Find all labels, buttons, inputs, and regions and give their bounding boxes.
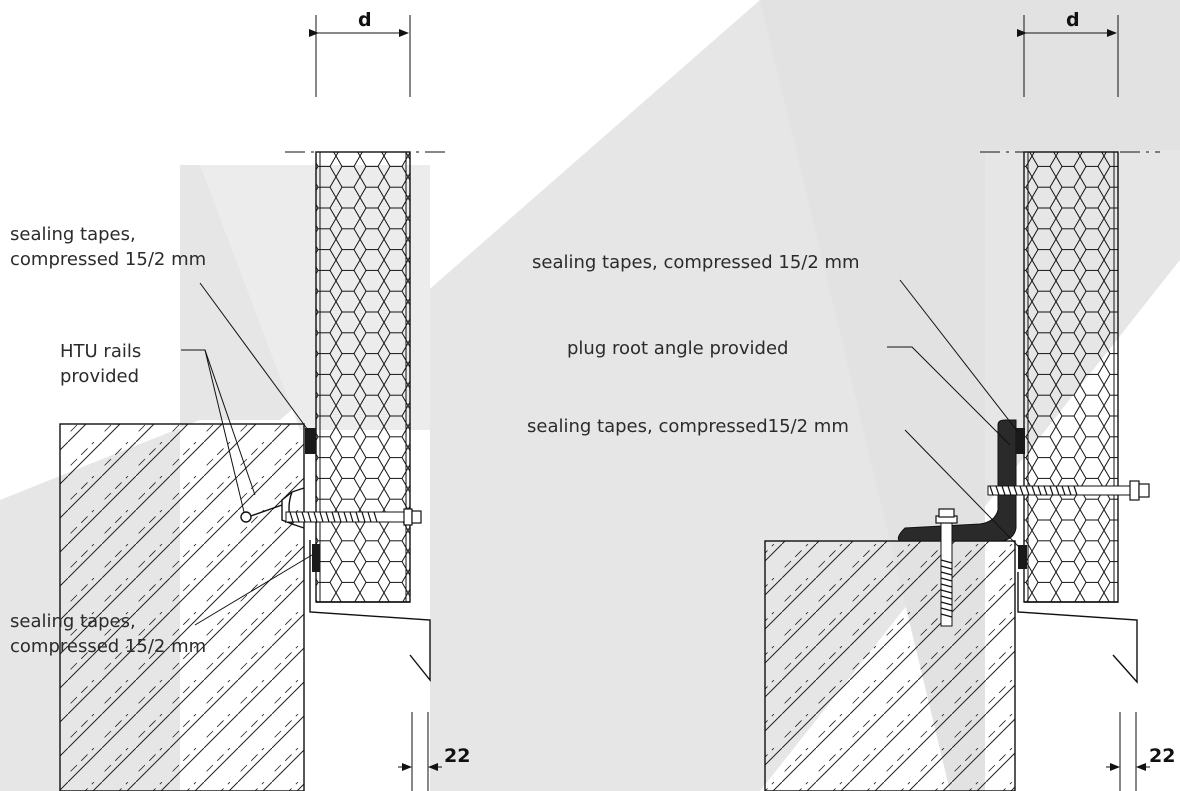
left-label-sealing-top-1: sealing tapes,: [10, 224, 136, 245]
right-sealing-tape-top: [1016, 428, 1025, 454]
right-drip-flashing: [1017, 572, 1138, 684]
right-label-sealing-top: sealing tapes, compressed 15/2 mm: [532, 252, 860, 273]
right-dimension-top: d: [1066, 9, 1080, 31]
right-label-sealing-bottom: sealing tapes, compressed15/2 mm: [527, 416, 849, 437]
left-label-sealing-top-2: compressed 15/2 mm: [10, 249, 206, 270]
right-vertical-anchor: [935, 508, 958, 627]
right-dimension-bottom: 22: [1149, 745, 1175, 767]
left-concrete-wall: [59, 423, 305, 791]
left-dimension-top: d: [358, 9, 372, 31]
right-sealing-tape-bottom: [1018, 545, 1027, 569]
left-dimension-bottom: 22: [444, 745, 470, 767]
left-fixing-bolt: [285, 508, 422, 526]
left-label-sealing-bottom-1: sealing tapes,: [10, 611, 136, 632]
left-label-rails-1: HTU rails: [60, 341, 141, 362]
right-concrete-wall: [764, 540, 1016, 791]
right-horizontal-bolt: [987, 480, 1150, 501]
left-drip-flashing: [309, 540, 431, 682]
left-label-sealing-bottom-2: compressed 15/2 mm: [10, 636, 206, 657]
left-detail: d 22: [10, 9, 470, 791]
right-detail: d: [527, 9, 1175, 791]
left-sandwich-panel: [315, 151, 411, 603]
left-label-rails-2: provided: [60, 366, 139, 387]
left-sealing-tape-top: [305, 428, 316, 454]
right-sandwich-panel: [1023, 151, 1119, 603]
right-label-angle: plug root angle provided: [567, 338, 788, 359]
left-sealing-tape-bottom: [312, 544, 320, 572]
